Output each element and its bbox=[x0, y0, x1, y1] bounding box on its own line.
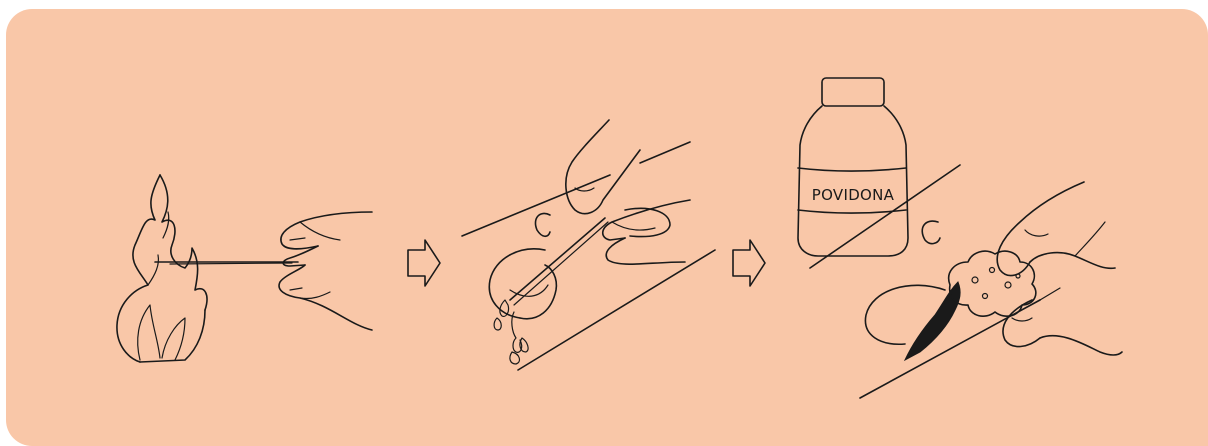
step-1-sterilize-needle bbox=[117, 175, 372, 362]
povidone-bottle-icon: POVIDONA bbox=[798, 78, 908, 256]
hand-icon bbox=[279, 212, 372, 330]
step-2-pierce-blister bbox=[462, 120, 715, 370]
hand-icon bbox=[997, 182, 1122, 355]
bottle-label: POVIDONA bbox=[812, 186, 895, 204]
arrow-right-icon bbox=[408, 240, 440, 286]
arrow-right-icon bbox=[733, 240, 765, 286]
step-3-disinfect: POVIDONA bbox=[798, 78, 1122, 398]
cotton-ball-icon bbox=[949, 251, 1036, 316]
flame-icon bbox=[117, 175, 207, 362]
